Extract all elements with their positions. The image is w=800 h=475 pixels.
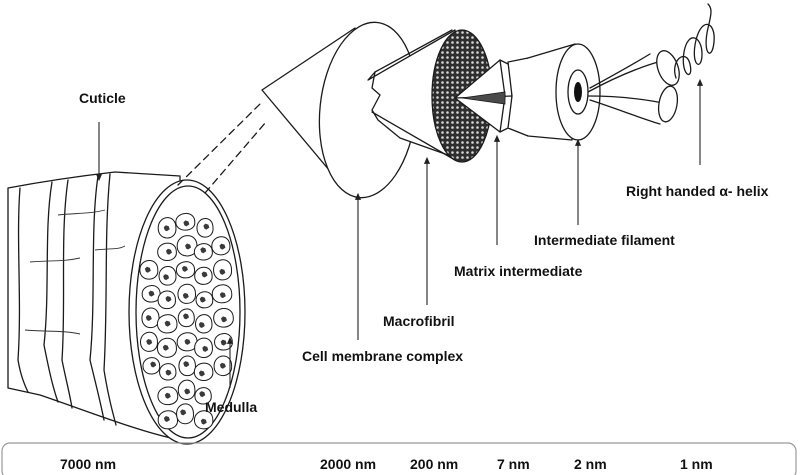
scale-label-2nm: 2 nm [574,456,607,472]
scale-label-7nm: 7 nm [497,456,530,472]
label-medulla: Medulla [205,399,257,415]
label-matrix-intermediate: Matrix intermediate [454,263,583,279]
label-right-handed-helix: Right handed α- helix [626,183,769,199]
label-cell-membrane-complex: Cell membrane complex [302,348,463,364]
scale-label-2000nm: 2000 nm [320,456,376,472]
scale-label-7000nm: 7000 nm [60,456,116,472]
projection-line-bottom [205,122,266,193]
scale-label-1nm: 1 nm [680,456,713,472]
scale-bar-frame [2,443,796,475]
label-macrofibril: Macrofibril [383,313,455,329]
projection-line-top [178,102,262,185]
label-cuticle: Cuticle [79,90,126,106]
label-intermediate-filament: Intermediate filament [534,232,675,248]
alpha-helix-coil [675,4,715,78]
microfibril-strands [588,48,684,124]
scale-label-200nm: 200 nm [410,456,458,472]
intermediate-filament-cone [508,44,600,140]
